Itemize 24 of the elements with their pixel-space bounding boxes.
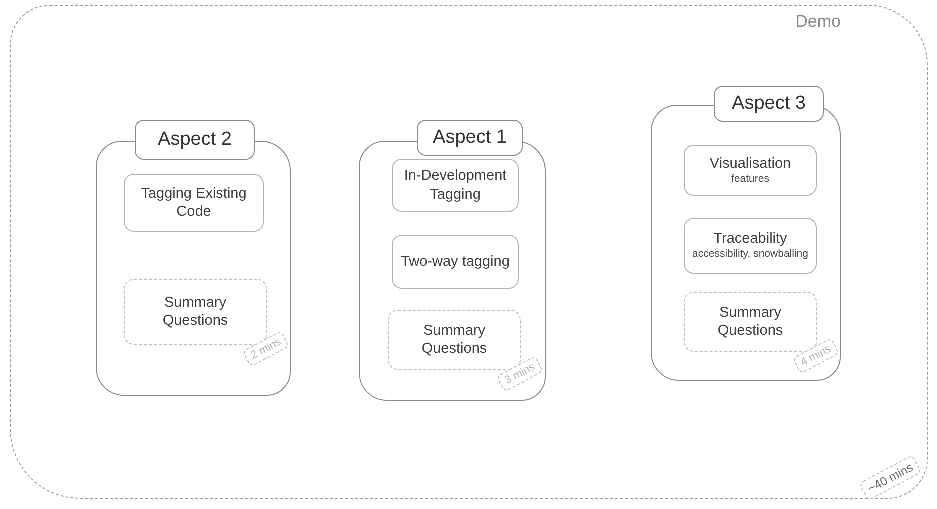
topic-title: Summary Questions (716, 304, 784, 340)
topic-title: Summary Questions (420, 322, 488, 358)
topic-box (124, 174, 264, 232)
topic-box (392, 159, 519, 212)
aspect-heading: Aspect 2 (135, 120, 255, 160)
aspect-heading: Aspect 3 (714, 86, 824, 122)
topic-title: Traceability (714, 230, 788, 248)
topic-box (684, 145, 817, 196)
aspect-heading: Aspect 1 (417, 120, 523, 156)
topic-detail: accessibility, snowballing (692, 248, 808, 262)
topic-title: Tagging Existing Code (140, 184, 248, 222)
topic-box (684, 218, 817, 274)
duration-tag: 4 mins (792, 338, 840, 374)
frame-title: Demo (796, 12, 841, 32)
topic-detail: features (732, 172, 770, 186)
topic-title: Visualisation (710, 154, 792, 173)
topic-box (392, 235, 519, 289)
topic-title: In-Development Tagging (403, 167, 508, 204)
topic-title: Summary Questions (162, 294, 230, 330)
duration-tag: ~40 mins (858, 454, 922, 502)
demo-frame (10, 5, 928, 499)
topic-title: Two-way tagging (401, 252, 510, 272)
duration-tag: 2 mins (242, 330, 290, 368)
duration-tag: 3 mins (496, 356, 544, 392)
